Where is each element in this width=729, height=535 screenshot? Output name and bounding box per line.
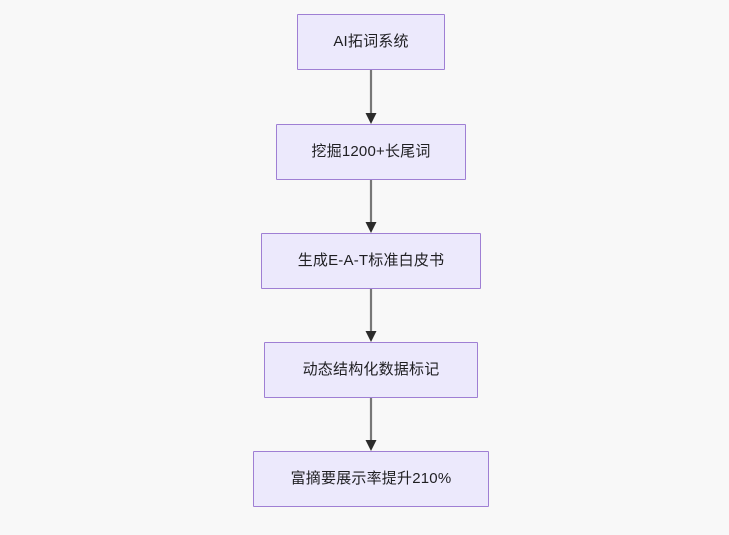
flow-node-generate-eat-whitepaper[interactable]: 生成E-A-T标准白皮书 [261, 233, 481, 289]
arrowhead-down-icon [365, 113, 377, 124]
arrowhead-down-icon [365, 440, 377, 451]
flow-node-dynamic-structured-data-markup[interactable]: 动态结构化数据标记 [264, 342, 478, 398]
flow-edge-4-to-5 [364, 398, 378, 451]
flow-node-label: 生成E-A-T标准白皮书 [297, 252, 445, 269]
flow-node-rich-snippet-impression-lift[interactable]: 富摘要展示率提升210% [253, 451, 489, 507]
flow-node-label: 动态结构化数据标记 [302, 361, 440, 378]
flow-node-label: 富摘要展示率提升210% [290, 470, 452, 487]
flow-edge-2-to-3 [364, 180, 378, 233]
flow-edge-3-to-4 [364, 289, 378, 342]
flow-node-mine-longtail-keywords[interactable]: 挖掘1200+长尾词 [276, 124, 466, 180]
flow-node-ai-keyword-system[interactable]: AI拓词系统 [297, 14, 445, 70]
arrowhead-down-icon [365, 331, 377, 342]
flow-edge-1-to-2 [364, 70, 378, 124]
flow-node-label: AI拓词系统 [333, 33, 409, 50]
arrowhead-down-icon [365, 222, 377, 233]
flow-node-label: 挖掘1200+长尾词 [311, 143, 431, 160]
